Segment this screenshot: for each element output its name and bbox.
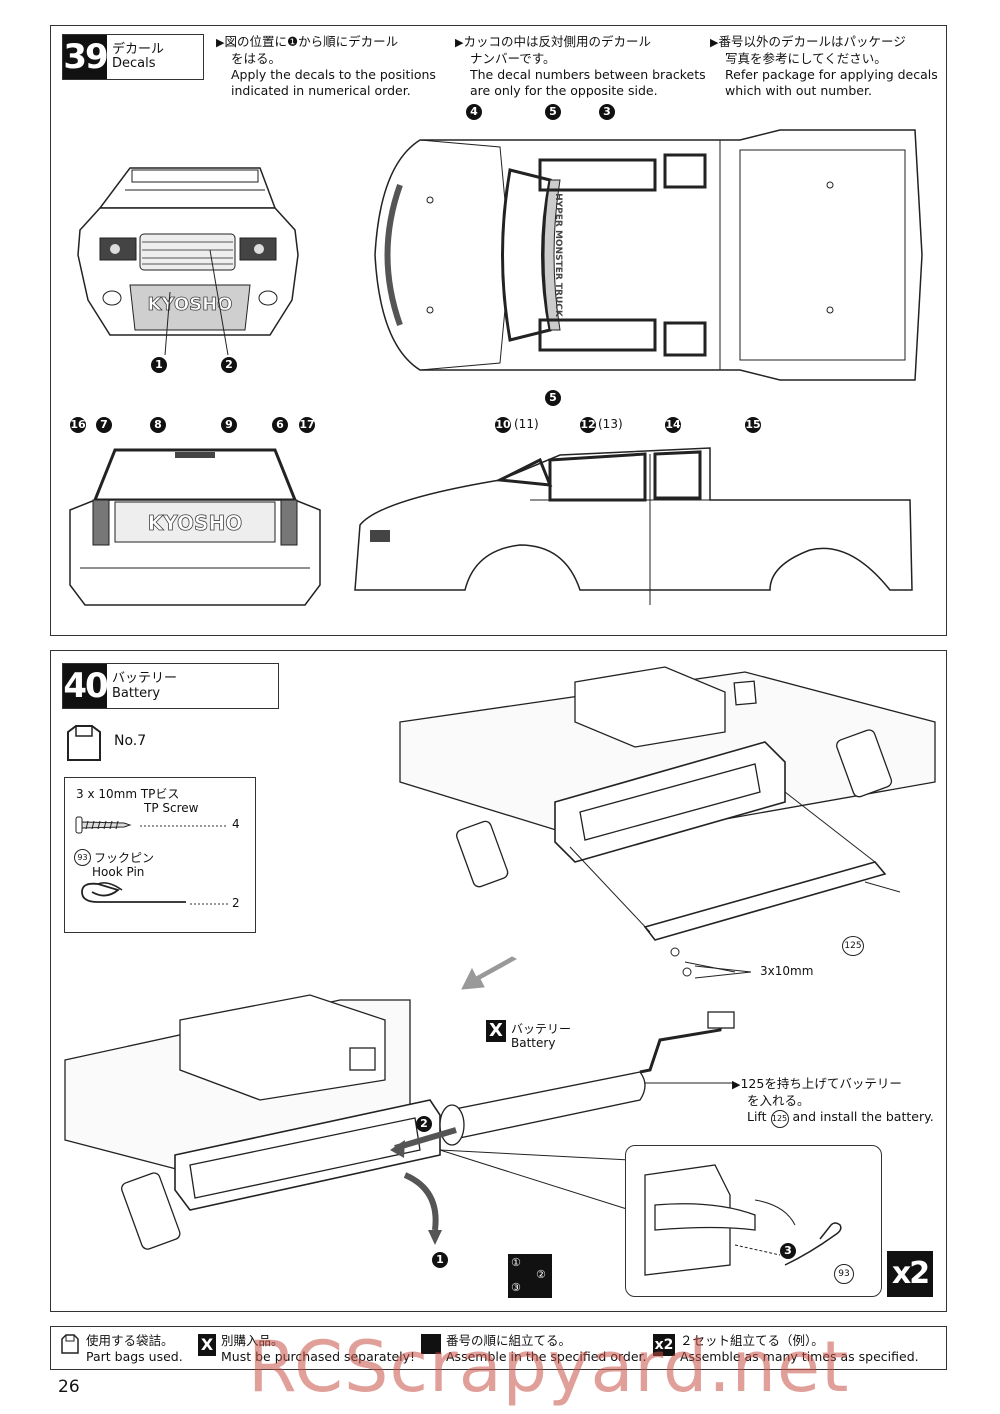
callout-side-10: 10 <box>495 417 511 433</box>
pin-qty: 2 <box>232 896 240 910</box>
callout-side-11: (11) <box>514 417 539 431</box>
step-title-jp: バッテリー <box>112 671 178 686</box>
x2-badge: x2 <box>887 1251 933 1297</box>
lift-leader-line <box>645 1082 733 1084</box>
truck-front-view: KYOSHO <box>77 167 299 356</box>
detail-pin-number: 93 <box>834 1264 854 1284</box>
legend-order: 番号の順に組立てる。Assemble in the specified orde… <box>446 1333 647 1364</box>
chassis-illustration-top <box>399 666 936 977</box>
callout-front-2: 2 <box>221 357 237 373</box>
step-title-en: Battery <box>112 686 161 701</box>
callout-top-3: 3 <box>599 104 615 120</box>
step-title-en: Decals <box>112 56 156 71</box>
callout-top-4: 4 <box>466 104 482 120</box>
battery-label-jp: バッテリー <box>511 1022 572 1036</box>
battery-label-en: Battery <box>511 1036 556 1050</box>
callout-side-13: (13) <box>598 417 623 431</box>
legend-times: ２セット組立てる（例）。Assemble as many times as sp… <box>680 1333 919 1364</box>
lift-note: ▶125を持ち上げてバッテリー を入れる。 Lift 125 and insta… <box>732 1076 934 1128</box>
callout-rear-6: 6 <box>272 417 288 433</box>
detail-illustration <box>644 1164 842 1276</box>
callout-top-5a: 5 <box>545 104 561 120</box>
callout-step-2: 2 <box>416 1116 432 1132</box>
callout-rear-8: 8 <box>150 417 166 433</box>
legend-purchase: 別購入品。Must be purchased separately! <box>221 1333 416 1364</box>
watermark: RCScrapyard.net <box>248 1326 850 1408</box>
x2-icon: x2 <box>653 1334 675 1356</box>
bag-icon <box>67 725 101 761</box>
screw-leader-line <box>140 825 228 827</box>
screw-qty: 4 <box>232 817 240 831</box>
callout-side-15: 15 <box>745 417 761 433</box>
rear-logo: KYOSHO <box>148 511 242 535</box>
callout-rear-7: 7 <box>96 417 112 433</box>
roof-decal-text: HYPER MONSTER TRUCK <box>553 193 563 318</box>
parts-box <box>64 777 256 933</box>
pin-label-en: Hook Pin <box>92 865 145 879</box>
bag-label: No.7 <box>114 733 147 749</box>
x-icon: X <box>198 1334 216 1356</box>
pin-leader-line <box>190 903 228 905</box>
bag-icon <box>61 1334 79 1354</box>
x-icon: X <box>486 1020 506 1042</box>
callout-rear-9: 9 <box>221 417 237 433</box>
step-number: 40 <box>63 664 109 708</box>
callout-step-1: 1 <box>432 1252 448 1268</box>
screw-label-jp: 3 x 10mm TPビス <box>76 787 180 801</box>
step-number: 39 <box>63 35 109 79</box>
part-125-top: 125 <box>842 936 864 956</box>
screw-icon <box>75 816 132 834</box>
chassis-illustration-bottom <box>64 994 735 1250</box>
callout-side-14: 14 <box>665 417 681 433</box>
note-apply-order: ▶図の位置に❶から順にデカール をはる。 Apply the decals to… <box>216 34 436 98</box>
pin-number: 93 <box>74 849 91 866</box>
callout-top-5b: 5 <box>545 390 561 406</box>
pin-label-jp: フックピン <box>94 851 155 865</box>
callout-rear-17: 17 <box>299 417 315 433</box>
hook-pin-icon <box>81 882 186 903</box>
screw-label-en: TP Screw <box>144 801 199 815</box>
order-icon <box>421 1334 441 1354</box>
order-icon: ① ② ③ <box>508 1254 552 1298</box>
callout-rear-16: 16 <box>70 417 86 433</box>
callout-side-12: 12 <box>580 417 596 433</box>
truck-side-view <box>354 447 913 605</box>
note-package: ▶番号以外のデカールはパッケージ 写真を参考にしてください。 Refer pac… <box>710 34 938 98</box>
screw-leader <box>694 965 752 979</box>
note-brackets: ▶カッコの中は反対側用のデカール ナンバーです。 The decal numbe… <box>455 34 706 98</box>
truck-rear-view: KYOSHO <box>69 448 321 606</box>
legend-bag: 使用する袋詰。Part bags used. <box>86 1333 183 1364</box>
direction-arrow-icon <box>461 956 518 990</box>
screw-size-label: 3x10mm <box>760 964 814 978</box>
page-number: 26 <box>58 1377 80 1397</box>
callout-front-1: 1 <box>151 357 167 373</box>
truck-top-view: HYPER MONSTER TRUCK <box>374 129 923 381</box>
step-title-jp: デカール <box>112 42 165 57</box>
callout-step-3: 3 <box>780 1243 796 1259</box>
